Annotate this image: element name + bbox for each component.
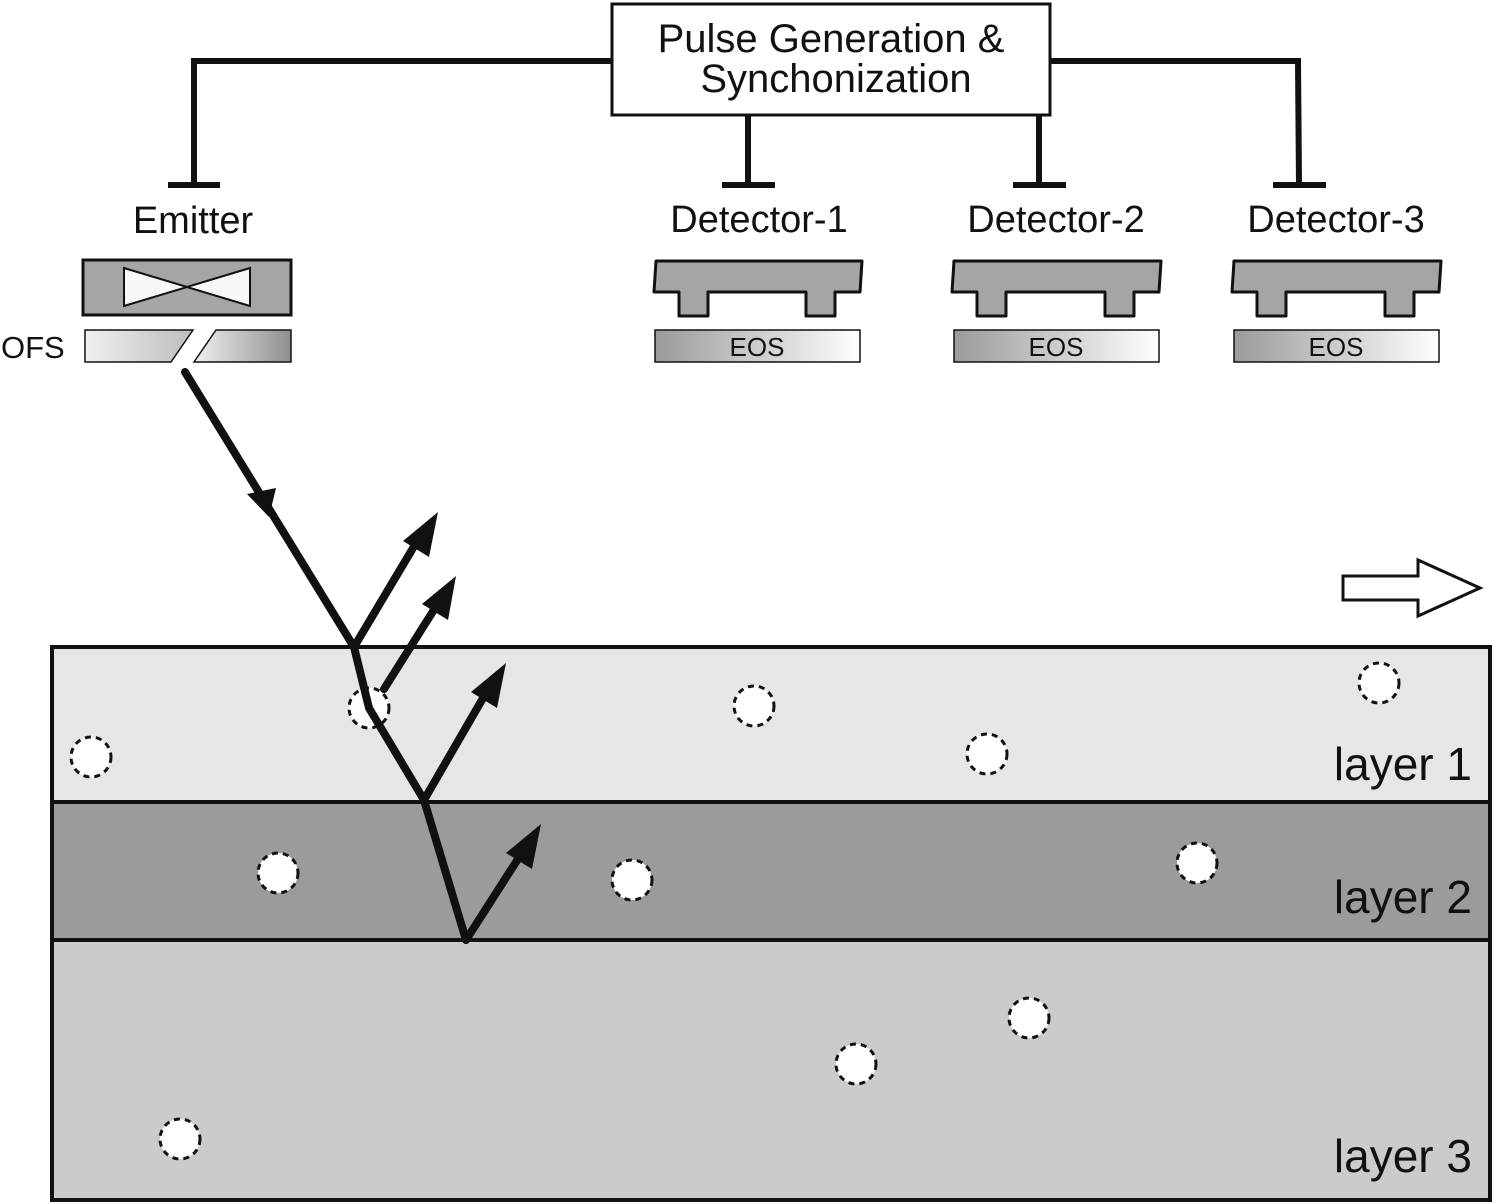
inclusion-icon: [1357, 661, 1401, 705]
detector-1-body: [652, 259, 864, 318]
layer-3-label: layer 3: [1334, 1130, 1472, 1182]
ofs-label: OFS: [1, 330, 65, 365]
ofs-left-segment: [84, 329, 195, 363]
detector-2-label: Detector-2: [967, 199, 1144, 241]
inclusion-icon: [610, 858, 654, 902]
emitter: Emitter OFS: [1, 200, 293, 365]
pulse-generation-box: Pulse Generation & Synchonization: [610, 2, 1052, 117]
synchronization-label: Synchonization: [700, 57, 971, 101]
detector-1-eos-label: EOS: [730, 332, 785, 362]
detector-3: Detector-3 EOS: [1230, 199, 1443, 363]
reflection-4: [462, 844, 529, 944]
detector-3-label: Detector-3: [1247, 199, 1424, 241]
detector-3-body: [1230, 259, 1443, 318]
layer-2-label: layer 2: [1334, 871, 1472, 923]
detector-1-eos: [654, 329, 861, 363]
bowtie-icon: [123, 266, 251, 308]
inclusion-icon: [158, 1117, 202, 1161]
reflection-2: [380, 593, 446, 693]
inclusions: [69, 661, 1401, 1161]
ofs-right-segment: [192, 329, 292, 363]
inclusion-icon: [732, 684, 776, 728]
detector-2-body: [950, 259, 1163, 318]
incident-arrowhead-icon: [247, 488, 276, 517]
reflected-beams: [350, 529, 529, 944]
layer-1-label: layer 1: [1334, 738, 1472, 790]
beam-path: [181, 368, 470, 944]
detector-3-eos-label: EOS: [1309, 332, 1364, 362]
right-arrow-icon: [1341, 557, 1484, 619]
incident-beam: [181, 368, 470, 944]
detector-2-eos: [953, 329, 1160, 363]
arrowhead-icon: [471, 663, 506, 708]
layer-1: [50, 645, 1492, 804]
inclusion-icon: [256, 851, 300, 895]
arrowhead-icon: [403, 512, 438, 557]
layer-3: [50, 938, 1492, 1202]
emitter-label: Emitter: [133, 200, 254, 242]
arrowhead-icon: [506, 824, 541, 869]
inclusion-icon: [834, 1042, 878, 1086]
detector-2: Detector-2 EOS: [950, 199, 1163, 363]
detector-3-eos: [1233, 329, 1440, 363]
inclusion-icon: [69, 735, 113, 779]
detector-2-eos-label: EOS: [1029, 332, 1084, 362]
detector-1: Detector-1 EOS: [652, 199, 864, 363]
inclusion-icon: [1007, 996, 1051, 1040]
sample-layers: [50, 645, 1492, 1202]
inclusion-icon: [965, 732, 1009, 776]
reflected-arrowheads: [403, 512, 541, 869]
reflection-1: [350, 529, 426, 651]
inclusion-icon: [1175, 841, 1219, 885]
connector-lines: [168, 58, 1326, 188]
pulse-generation-label: Pulse Generation &: [658, 17, 1005, 61]
arrowhead-icon: [422, 576, 456, 620]
reflection-3: [420, 682, 494, 804]
detector-1-label: Detector-1: [670, 199, 847, 241]
